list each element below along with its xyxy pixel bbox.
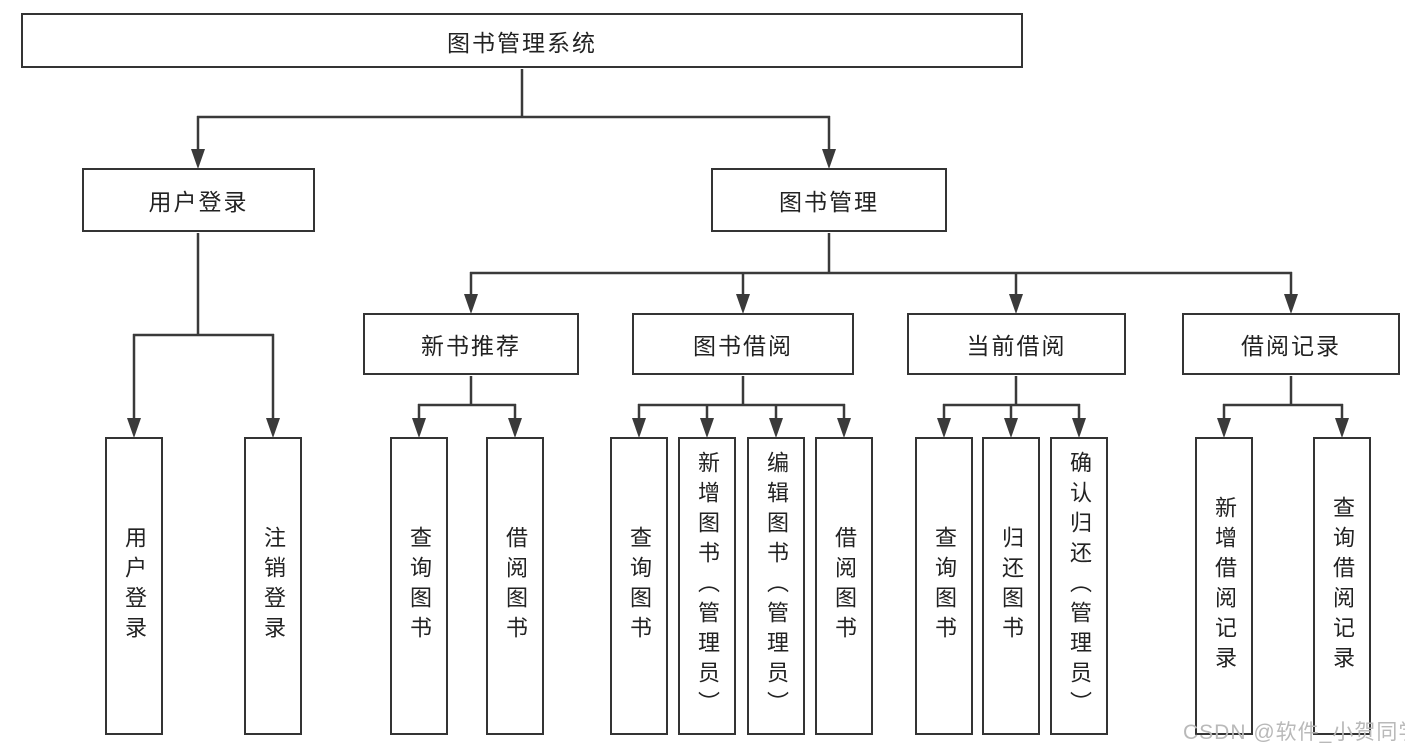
leaf-current-query-books: 查询图书: [915, 437, 973, 735]
leaf-add-borrow-record: 新增借阅记录: [1195, 437, 1253, 735]
connector-records-to-leaves: [1217, 376, 1349, 438]
leaf-return-books-label: 归还图书: [999, 526, 1024, 646]
node-new-book-recommend: 新书推荐: [363, 313, 579, 375]
leaf-recommend-borrow-books-label: 借阅图书: [503, 526, 528, 646]
leaf-borrow-books: 借阅图书: [815, 437, 873, 735]
node-borrow-records: 借阅记录: [1182, 313, 1400, 375]
leaf-query-borrow-record: 查询借阅记录: [1313, 437, 1371, 735]
leaf-add-books-admin: 新增图书（管理员）: [678, 437, 736, 735]
node-user-login: 用户登录: [82, 168, 315, 232]
leaf-current-query-books-label: 查询图书: [932, 526, 957, 646]
leaf-recommend-borrow-books: 借阅图书: [486, 437, 544, 735]
leaf-recommend-query-books: 查询图书: [390, 437, 448, 735]
leaf-user-login-label: 用户登录: [122, 526, 147, 646]
leaf-edit-books-admin: 编辑图书（管理员）: [747, 437, 805, 735]
connector-borrow-to-leaves: [632, 376, 851, 438]
connector-recommend-to-leaves: [412, 376, 522, 438]
leaf-edit-books-admin-label: 编辑图书（管理员）: [764, 451, 789, 721]
node-current-borrow-label: 当前借阅: [966, 333, 1067, 359]
leaf-confirm-return-admin-label: 确认归还（管理员）: [1067, 451, 1092, 721]
node-current-borrow: 当前借阅: [907, 313, 1126, 375]
csdn-watermark: CSDN @软件_小贺同学: [1183, 721, 1405, 744]
leaf-borrow-query-books-label: 查询图书: [627, 526, 652, 646]
connector-current-to-leaves: [937, 376, 1086, 438]
connector-login-to-leaves: [127, 233, 280, 438]
leaf-recommend-query-books-label: 查询图书: [407, 526, 432, 646]
connector-mgmt-to-level3: [464, 233, 1298, 314]
leaf-return-books: 归还图书: [982, 437, 1040, 735]
node-book-borrow-label: 图书借阅: [693, 333, 793, 359]
node-book-management-label: 图书管理: [779, 189, 879, 215]
leaf-borrow-query-books: 查询图书: [610, 437, 668, 735]
node-root-system: 图书管理系统: [21, 13, 1023, 68]
node-new-book-recommend-label: 新书推荐: [421, 333, 521, 359]
leaf-logout-label: 注销登录: [261, 526, 286, 646]
node-book-borrow: 图书借阅: [632, 313, 854, 375]
leaf-query-borrow-record-label: 查询借阅记录: [1330, 496, 1355, 676]
node-borrow-records-label: 借阅记录: [1241, 333, 1341, 359]
leaf-borrow-books-label: 借阅图书: [832, 526, 857, 646]
connector-root-to-level2: [191, 69, 836, 169]
leaf-user-login: 用户登录: [105, 437, 163, 735]
leaf-logout: 注销登录: [244, 437, 302, 735]
leaf-add-borrow-record-label: 新增借阅记录: [1212, 496, 1237, 676]
node-user-login-label: 用户登录: [148, 189, 249, 215]
node-book-management: 图书管理: [711, 168, 947, 232]
leaf-confirm-return-admin: 确认归还（管理员）: [1050, 437, 1108, 735]
leaf-add-books-admin-label: 新增图书（管理员）: [695, 451, 720, 721]
node-root-system-label: 图书管理系统: [447, 29, 597, 56]
